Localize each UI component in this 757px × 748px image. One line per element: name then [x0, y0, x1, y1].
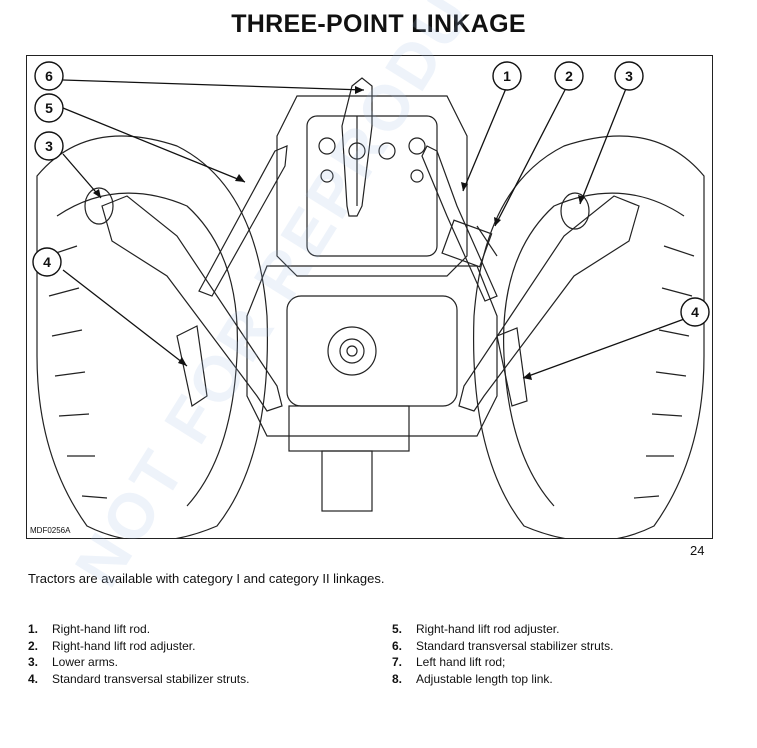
linkage-illustration: 6 5 3 4 1 2 3 4 MDF0256A	[26, 55, 713, 539]
legend-item: 4. Standard transversal stabilizer struts…	[28, 671, 249, 688]
legend-number: 8.	[392, 671, 403, 686]
callout-label: 5	[45, 100, 53, 116]
page-title: THREE-POINT LINKAGE	[231, 10, 526, 38]
legend-number: 7.	[392, 655, 403, 669]
callout-label: 3	[45, 138, 53, 154]
legend-item: 3. Lower arms.	[28, 654, 249, 671]
intro-text: Tractors are available with category I a…	[28, 571, 385, 586]
legend-item: 8. Adjustable length top link.	[392, 671, 613, 688]
legend-text: Right-hand lift rod.	[52, 622, 151, 636]
callout-label: 1	[503, 68, 511, 84]
legend-item: 2. Right-hand lift rod adjuster.	[28, 638, 249, 655]
legend-text: Standard transversal stabilizer struts.	[416, 638, 614, 653]
legend-item: 6. Standard transversal stabilizer struts…	[392, 638, 613, 655]
callout-label: 4	[43, 254, 51, 270]
legend-text: Standard transversal stabilizer struts.	[52, 671, 250, 686]
legend-item: 5. Right-hand lift rod adjuster.	[392, 621, 613, 638]
callout-label: 4	[691, 304, 699, 320]
page-number: 24	[690, 543, 705, 558]
legend-number: 6.	[392, 638, 403, 653]
legend-left-column: 1. Right-hand lift rod. 2. Right-hand lift…	[28, 621, 249, 687]
legend-number: 2.	[28, 638, 39, 653]
legend-number: 4.	[28, 671, 39, 686]
legend-item: 1. Right-hand lift rod.	[28, 621, 249, 638]
callout-label: 2	[565, 68, 573, 84]
legend-text: Right-hand lift rod adjuster.	[416, 622, 560, 636]
legend-number: 3.	[28, 655, 39, 669]
legend-text: Lower arms.	[52, 655, 119, 669]
legend-text: Left hand lift rod;	[416, 655, 506, 669]
legend-number: 5.	[392, 622, 403, 636]
legend-right-column: 5. Right-hand lift rod adjuster. 6. Standa…	[392, 621, 613, 687]
callout-label: 6	[45, 68, 53, 84]
figure-code: MDF0256A	[30, 526, 71, 535]
legend-text: Adjustable length top link.	[416, 671, 553, 686]
legend-text: Right-hand lift rod adjuster.	[52, 638, 196, 653]
legend-number: 1.	[28, 622, 39, 636]
callout-label: 3	[625, 68, 633, 84]
tractor-rear-drawing: 6 5 3 4 1 2 3 4	[32, 61, 710, 538]
legend-item: 7. Left hand lift rod;	[392, 654, 613, 671]
